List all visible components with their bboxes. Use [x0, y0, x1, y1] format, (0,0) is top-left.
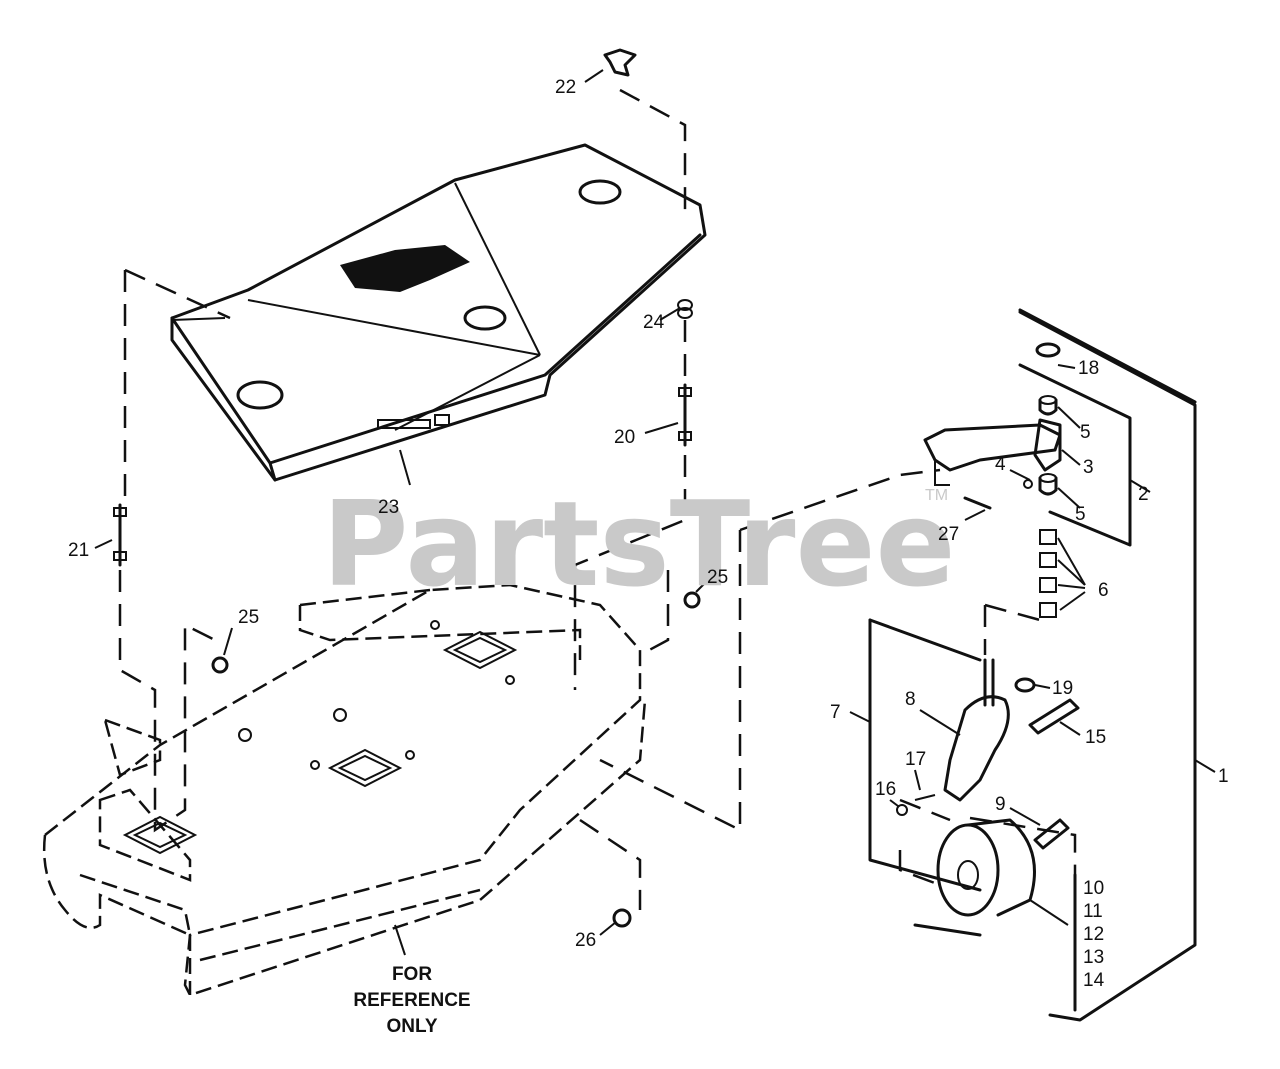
- caster-wheel-assembly: [868, 308, 1197, 1022]
- callout-5-upper: 5: [1080, 422, 1091, 443]
- callout-18: 18: [1078, 358, 1099, 379]
- partstree-watermark: PartsTree: [322, 475, 956, 613]
- mower-deck-reference: [42, 583, 647, 997]
- reference-note-line-2: REFERENCE: [353, 990, 470, 1011]
- callout-1: 1: [1218, 766, 1229, 787]
- callout-26: 26: [575, 930, 596, 951]
- callout-25-right: 25: [707, 567, 728, 588]
- assembly-lines: [118, 88, 1077, 910]
- callout-5-lower: 5: [1075, 504, 1086, 525]
- callout-25-left: 25: [238, 607, 259, 628]
- trademark-symbol: TM: [925, 487, 948, 504]
- callout-20: 20: [614, 427, 635, 448]
- callout-7: 7: [830, 702, 841, 723]
- callout-3: 3: [1083, 457, 1094, 478]
- callout-2: 2: [1138, 484, 1149, 505]
- callout-15: 15: [1085, 727, 1106, 748]
- callout-8: 8: [905, 689, 916, 710]
- callout-12: 12: [1083, 924, 1104, 945]
- callout-22: 22: [555, 77, 576, 98]
- callout-9: 9: [995, 794, 1006, 815]
- callout-6: 6: [1098, 580, 1109, 601]
- callout-24: 24: [643, 312, 665, 333]
- callout-16: 16: [875, 779, 896, 800]
- stud-bolts: [113, 299, 693, 567]
- callout-10: 10: [1083, 878, 1104, 899]
- callout-labels: 1 2 3 4 5 5 6 7 8 9 10 11 12 13 14 15 16…: [68, 77, 1229, 991]
- wing-nut: [603, 48, 637, 77]
- callout-13: 13: [1083, 947, 1104, 968]
- callout-19: 19: [1052, 678, 1073, 699]
- callout-27: 27: [938, 524, 959, 545]
- reference-note-line-3: ONLY: [386, 1016, 437, 1037]
- reference-note: FOR REFERENCE ONLY: [353, 964, 470, 1037]
- leader-lines: [94, 69, 1216, 956]
- callout-4: 4: [995, 454, 1006, 475]
- callout-14: 14: [1083, 970, 1105, 991]
- push-nuts: [211, 591, 701, 928]
- deck-cover: [170, 143, 707, 482]
- callout-23: 23: [378, 497, 399, 518]
- reference-note-line-1: FOR: [392, 964, 432, 985]
- callout-11: 11: [1083, 901, 1103, 922]
- callout-21: 21: [68, 540, 89, 561]
- callout-17: 17: [905, 749, 926, 770]
